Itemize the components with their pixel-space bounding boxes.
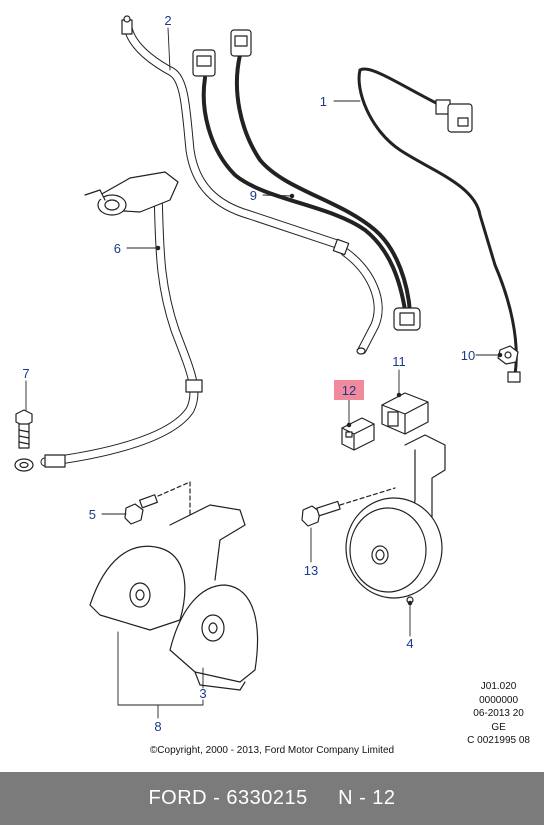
reference-line-2: 0000000 xyxy=(479,694,519,706)
part-5-bolt xyxy=(124,481,191,525)
part-6-battery-clamp-cable xyxy=(14,171,203,472)
callout-1[interactable]: 1 xyxy=(320,94,327,109)
leader-lines xyxy=(25,27,503,719)
callout-3[interactable]: 3 xyxy=(199,686,206,701)
part-10-nut xyxy=(497,345,519,365)
part-1-wire xyxy=(357,67,521,383)
callout-5[interactable]: 5 xyxy=(89,507,96,522)
footer-part-number: 6330215 xyxy=(226,787,308,809)
part-9-harness xyxy=(192,29,421,331)
part-13-bolt xyxy=(301,487,396,527)
callout-6[interactable]: 6 xyxy=(114,241,121,256)
part-12-fuse xyxy=(341,417,375,451)
reference-line-5: C 0021995 08 xyxy=(467,735,530,746)
footer-separator: - xyxy=(207,787,227,809)
part-4-horn xyxy=(345,434,446,604)
callout-8[interactable]: 8 xyxy=(154,719,161,734)
callout-9[interactable]: 9 xyxy=(250,188,257,203)
drawing-reference: J01.020 0000000 06-2013 20 GE C 0021995 … xyxy=(467,680,530,748)
footer-brand: FORD xyxy=(148,787,208,809)
callout-12[interactable]: 12 xyxy=(342,383,356,398)
part-8-horn-assembly xyxy=(89,504,259,691)
part-2-battery-cable xyxy=(121,15,383,355)
parts-diagram: 1 2 3 4 5 6 7 8 9 10 11 12 13 xyxy=(14,13,521,734)
reference-line-4: GE xyxy=(491,721,506,733)
callout-13[interactable]: 13 xyxy=(304,563,318,578)
reference-line-1: J01.020 xyxy=(480,681,517,692)
part-footer-bar: FORD - 6330215 N - 12 xyxy=(0,772,544,825)
copyright-notice: ©Copyright, 2000 - 2013, Ford Motor Comp… xyxy=(149,745,395,756)
footer-position: N - 12 xyxy=(338,787,396,809)
callout-11[interactable]: 11 xyxy=(392,354,406,369)
callout-2[interactable]: 2 xyxy=(164,13,171,28)
footer-gap xyxy=(308,787,338,810)
callout-7[interactable]: 7 xyxy=(22,366,29,381)
callout-4[interactable]: 4 xyxy=(406,636,413,651)
part-7-bolt xyxy=(15,409,33,449)
reference-line-3: 06-2013 20 xyxy=(473,708,524,719)
callout-10[interactable]: 10 xyxy=(461,348,475,363)
callout-12-highlight xyxy=(334,380,364,400)
part-11-relay xyxy=(381,392,429,435)
